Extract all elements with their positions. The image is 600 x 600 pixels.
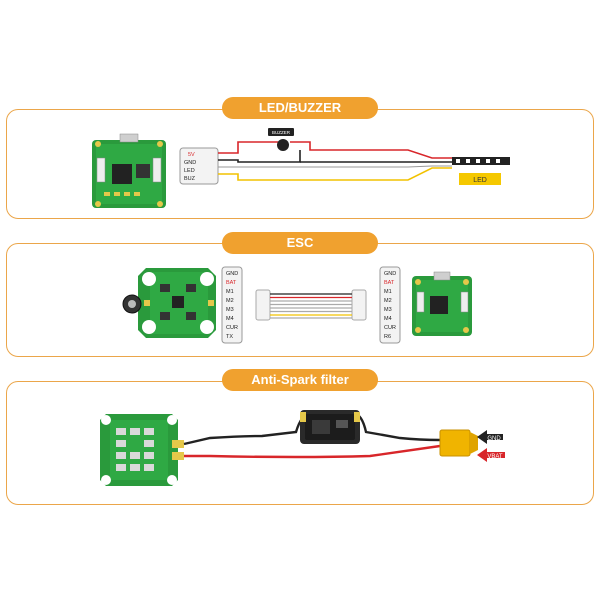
esc-left-pin-6: M4 xyxy=(226,316,234,322)
led-pin-5v: 5V xyxy=(188,152,195,158)
esc-ribbon-cable xyxy=(255,289,367,321)
esc-right-pin-3: M1 xyxy=(384,289,392,295)
esc-right-pin-4: M2 xyxy=(384,298,392,304)
anti-spark-filter-board xyxy=(300,410,360,444)
esc-left-connector xyxy=(221,266,243,344)
esc-left-pin-8: TX xyxy=(226,334,233,340)
led-connector xyxy=(179,147,219,185)
esc-left-pin-5: M3 xyxy=(226,307,234,313)
esc-right-connector xyxy=(379,266,401,344)
flight-controller-board xyxy=(92,133,166,208)
esc-right-pin-6: M4 xyxy=(384,316,392,322)
led-pin-led: LED xyxy=(184,168,195,174)
anti-spark-esc-board xyxy=(100,414,184,486)
gnd-label: GND xyxy=(487,436,501,442)
esc-left-pin-4: M2 xyxy=(226,298,234,304)
gnd-arrow-icon xyxy=(477,430,503,444)
esc-right-pin-8: R6 xyxy=(384,334,391,340)
led-buzzer-title: LED/BUZZER xyxy=(222,97,378,119)
esc-left-pin-2: BAT xyxy=(226,280,237,286)
led-label: LED xyxy=(473,177,487,184)
esc-panel xyxy=(6,243,594,357)
xt-connector xyxy=(439,429,478,457)
esc-board xyxy=(122,268,216,338)
esc-right-pin-7: CUR xyxy=(384,325,396,331)
esc-left-pin-7: CUR xyxy=(226,325,238,331)
esc-left-pin-1: GND xyxy=(226,271,238,277)
led-pin-buz: BUZ xyxy=(184,176,196,182)
anti-spark-title: Anti-Spark filter xyxy=(222,369,378,391)
esc-right-pin-1: GND xyxy=(384,271,396,277)
led-pin-gnd: GND xyxy=(184,160,196,166)
led-strip xyxy=(452,157,510,165)
vbat-arrow-icon xyxy=(477,448,505,462)
led-label-box xyxy=(459,173,501,185)
esc-flight-controller xyxy=(412,271,472,336)
buzzer-label-box xyxy=(268,128,294,136)
esc-left-pin-3: M1 xyxy=(226,289,234,295)
vbat-label: VBAT xyxy=(487,454,503,460)
esc-left-pins: GND BAT M1 M2 M3 M4 CUR TX xyxy=(226,271,238,340)
buzzer-label: BUZZER xyxy=(272,130,291,135)
esc-title: ESC xyxy=(222,232,378,254)
led-wires xyxy=(218,141,452,181)
esc-right-pin-2: BAT xyxy=(384,280,395,286)
esc-right-pins: GND BAT M1 M2 M3 M4 CUR R6 xyxy=(384,271,396,340)
buzzer-component xyxy=(277,139,289,151)
esc-right-pin-5: M3 xyxy=(384,307,392,313)
